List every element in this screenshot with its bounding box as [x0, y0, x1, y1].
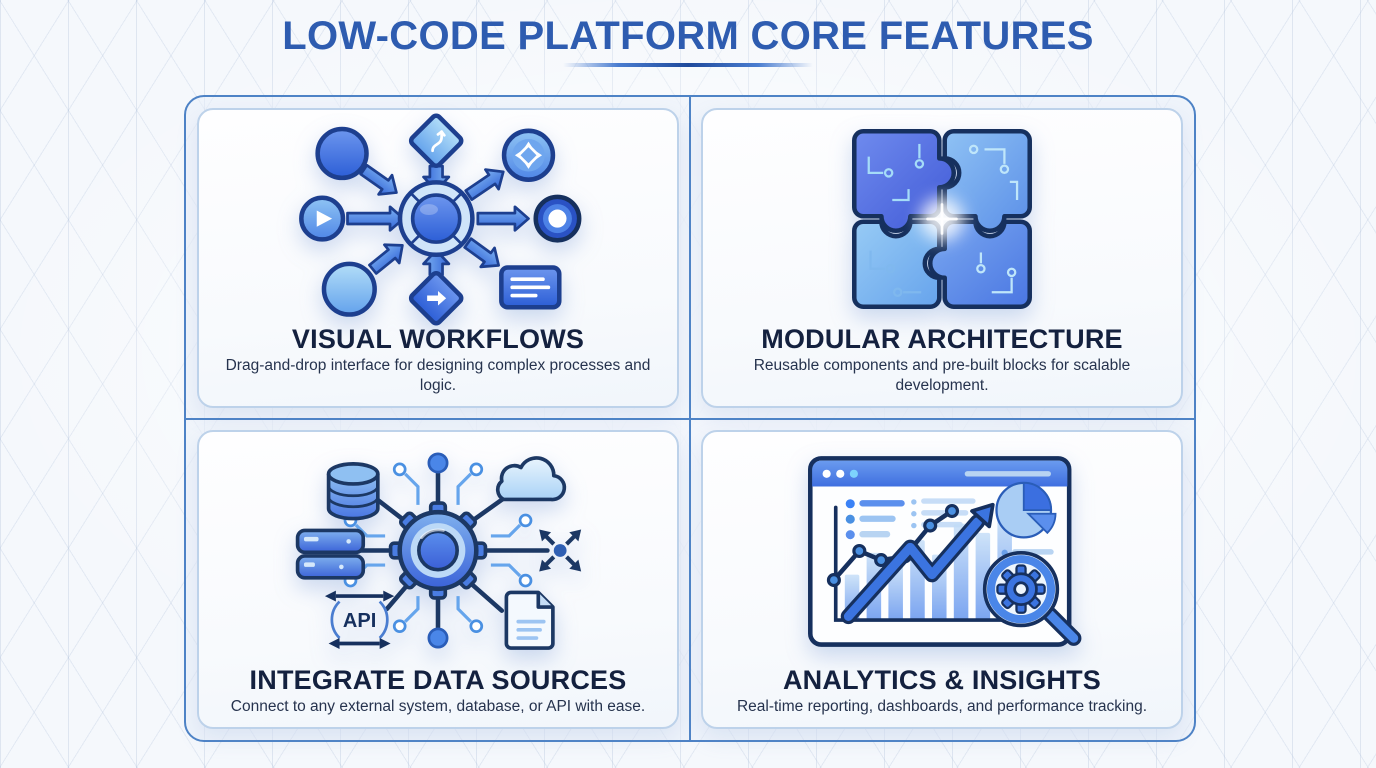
analytics-dashboard-icon — [808, 455, 1082, 647]
database-icon — [326, 462, 380, 521]
feature-card-analytics-insights: ANALYTICS & INSIGHTS Real-time reporting… — [701, 429, 1183, 729]
quadrant-top-left: VISUAL WORKFLOWS Drag-and-drop interface… — [186, 97, 690, 419]
pie-chart-icon — [995, 481, 1057, 539]
bullet-list-icon — [845, 497, 976, 539]
feature-description: Connect to any external system, database… — [230, 698, 646, 716]
icon-area — [717, 116, 1167, 323]
panel-divider-horizontal — [186, 417, 1194, 420]
sync-node-icon — [501, 128, 556, 182]
puzzle-blocks-icon — [852, 129, 1032, 310]
magnifier-gear-icon — [982, 550, 1082, 646]
node-dot-top — [427, 452, 449, 474]
hub-node-icon — [397, 179, 475, 257]
circuit-traces — [968, 144, 1019, 294]
icon-area — [213, 113, 663, 326]
circuit-traces — [869, 250, 922, 298]
page-title: LOW-CODE PLATFORM CORE FEATURES — [282, 14, 1094, 58]
feature-description: Real-time reporting, dashboards, and per… — [736, 698, 1148, 716]
integration-gear-network-icon: API — [295, 452, 582, 651]
quadrant-bottom-left: API — [186, 419, 690, 741]
workflow-arrows — [346, 163, 530, 276]
end-node-icon — [533, 194, 582, 243]
feature-title: ANALYTICS & INSIGHTS — [782, 664, 1102, 695]
growth-arrow-icon — [840, 502, 995, 624]
feature-title: INTEGRATE DATA SOURCES — [249, 664, 627, 695]
decision-node-icon — [408, 113, 464, 168]
feature-card-modular-architecture: MODULAR ARCHITECTURE Reusable components… — [701, 108, 1183, 408]
icon-area: API — [213, 438, 663, 664]
quadrant-top-right: MODULAR ARCHITECTURE Reusable components… — [690, 97, 1194, 419]
api-badge: API — [343, 610, 376, 632]
expand-arrows-icon — [539, 529, 582, 572]
title-underline — [563, 63, 813, 67]
icon-area — [717, 438, 1167, 664]
api-badge-icon: API — [324, 590, 395, 650]
task-node-icon — [321, 261, 377, 317]
puzzle-piece-bottom-left — [852, 219, 942, 310]
quadrant-bottom-right: ANALYTICS & INSIGHTS Real-time reporting… — [690, 419, 1194, 741]
chart-axis — [833, 505, 1032, 622]
start-node-icon — [315, 126, 369, 180]
puzzle-piece-top-right — [942, 129, 1032, 234]
header: LOW-CODE PLATFORM CORE FEATURES — [0, 14, 1376, 67]
feature-description: Reusable components and pre-built blocks… — [753, 356, 1131, 394]
cloud-icon — [495, 456, 567, 502]
feature-description: Drag-and-drop interface for designing co… — [225, 356, 651, 394]
document-icon — [504, 590, 555, 651]
feature-title: VISUAL WORKFLOWS — [291, 323, 585, 354]
server-icon — [295, 528, 366, 580]
workflow-hub-icon — [299, 113, 582, 326]
sparkle — [926, 203, 958, 236]
circuit-traces — [867, 144, 925, 202]
feature-card-integrate-data-sources: API — [197, 429, 679, 729]
node-dot-bottom — [427, 627, 449, 649]
forward-node-icon — [408, 270, 464, 326]
note-node-icon — [499, 264, 562, 310]
feature-title: MODULAR ARCHITECTURE — [761, 323, 1123, 354]
features-panel: VISUAL WORKFLOWS Drag-and-drop interface… — [184, 95, 1196, 742]
feature-card-visual-workflows: VISUAL WORKFLOWS Drag-and-drop interface… — [197, 108, 679, 408]
circuit-traces — [354, 472, 522, 623]
gear-icon — [388, 501, 488, 600]
play-node-icon — [299, 195, 346, 242]
